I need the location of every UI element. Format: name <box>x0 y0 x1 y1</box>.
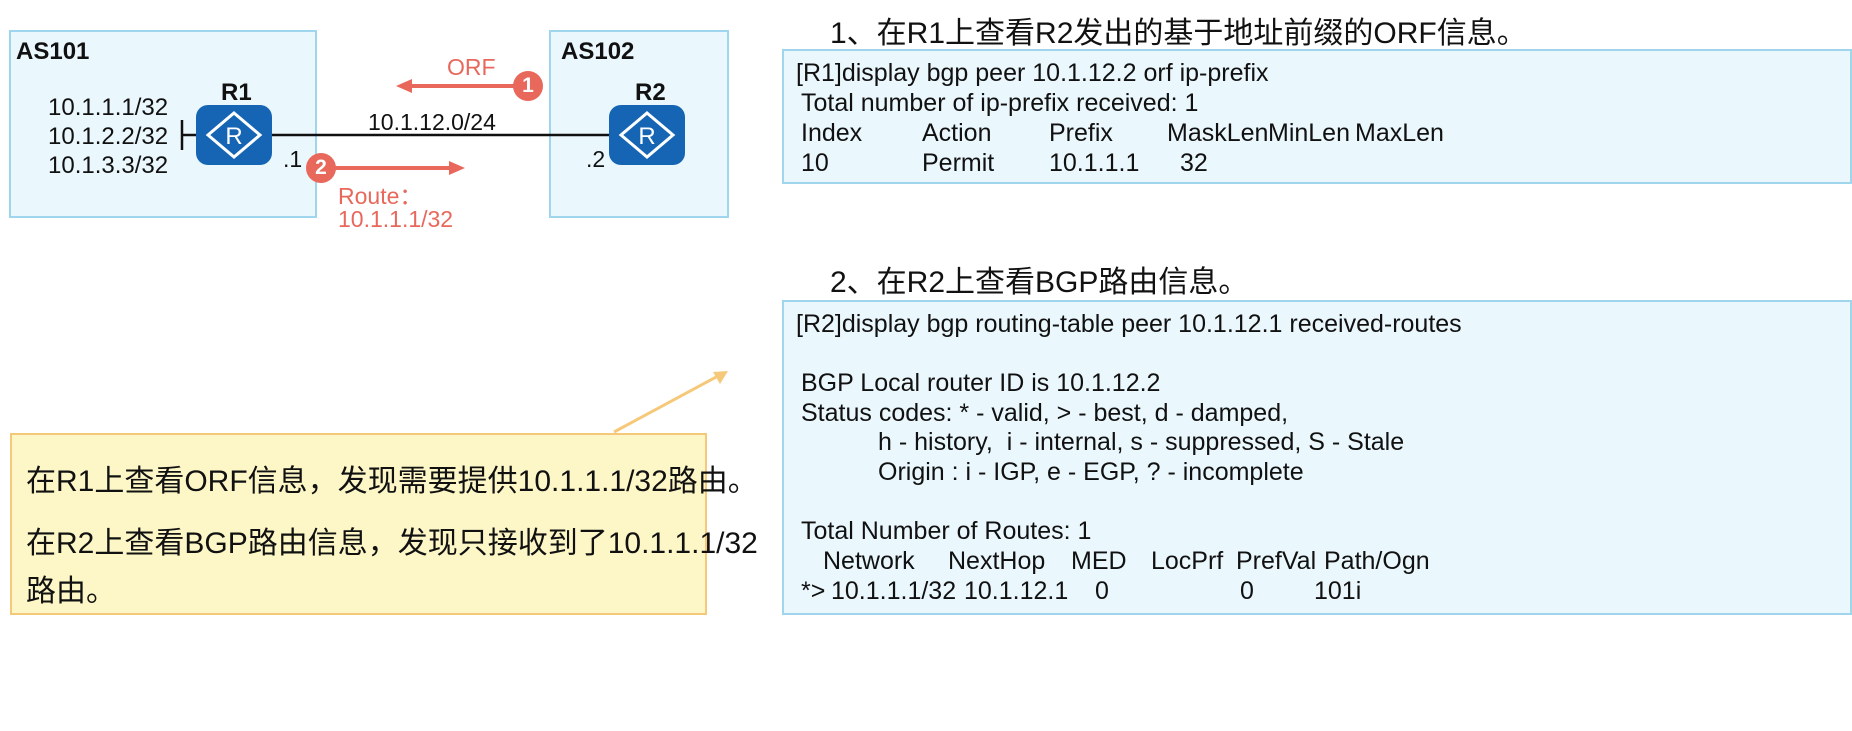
router-r1-icon: R <box>196 105 272 165</box>
bgp-header-prefval: PrefVal <box>1236 547 1317 575</box>
bgp-router-id: BGP Local router ID is 10.1.12.2 <box>801 369 1161 397</box>
bgp-row-prefval: 0 <box>1240 577 1254 605</box>
orf-header-action: Action <box>922 119 992 147</box>
orf-header-maxlen: MaxLen <box>1355 119 1444 147</box>
bgp-header-med: MED <box>1071 547 1127 575</box>
orf-label: ORF <box>447 54 496 80</box>
bgp-status-codes: Status codes: * - valid, > - best, d - d… <box>801 399 1289 427</box>
route-label: Route： <box>338 183 423 209</box>
r1-interface: .1 <box>283 146 303 172</box>
orf-row-prefix: 10.1.1.1 <box>1049 149 1140 177</box>
bgp-output-box <box>782 300 1852 615</box>
route-step-badge: 2 <box>306 153 336 183</box>
note-line-3: 路由。 <box>26 575 116 608</box>
r2-interface: .2 <box>586 146 606 172</box>
note-line-2: 在R2上查看BGP路由信息，发现只接收到了10.1.1.1/32 <box>26 527 758 560</box>
bgp-row-nexthop: 10.1.12.1 <box>964 577 1069 605</box>
orf-command: [R1]display bgp peer 10.1.12.2 orf ip-pr… <box>796 59 1269 87</box>
bgp-command: [R2]display bgp routing-table peer 10.1.… <box>796 310 1462 338</box>
orf-row-action: Permit <box>922 149 995 177</box>
bgp-total-routes: Total Number of Routes: 1 <box>801 517 1092 545</box>
route-prefix: 10.1.1.1/32 <box>338 206 454 232</box>
orf-header-index: Index <box>801 119 863 147</box>
svg-text:R: R <box>638 123 655 150</box>
r1-prefix: 10.1.3.3/32 <box>48 152 169 179</box>
svg-text:R: R <box>225 123 242 150</box>
orf-step-badge: 1 <box>513 71 543 101</box>
router-symbol-icon: R <box>618 111 676 159</box>
bgp-header-locprf: LocPrf <box>1151 547 1224 575</box>
orf-header-masklen: MaskLen <box>1167 119 1269 147</box>
callout-arrow <box>613 371 728 434</box>
orf-arrowhead <box>396 79 412 93</box>
router-r2-icon: R <box>609 105 685 165</box>
bgp-row-network: 10.1.1.1/32 <box>831 577 957 605</box>
as101-label: AS101 <box>16 38 90 65</box>
section1-heading: 1、在R1上查看R2发出的基于地址前缀的ORF信息。 <box>830 17 1527 50</box>
bgp-header-pathogn: Path/Ogn <box>1324 547 1430 575</box>
orf-output-box <box>782 49 1852 184</box>
summary-note <box>10 433 707 615</box>
link-subnet-label: 10.1.12.0/24 <box>368 109 496 135</box>
bgp-origin-codes: Origin : i - IGP, e - EGP, ? - incomplet… <box>878 458 1304 486</box>
orf-total: Total number of ip-prefix received: 1 <box>801 89 1199 117</box>
bgp-row-pathogn: 101i <box>1314 577 1362 605</box>
orf-header-prefix: Prefix <box>1049 119 1113 147</box>
orf-header-minlen: MinLen <box>1268 119 1350 147</box>
bgp-header-nexthop: NextHop <box>948 547 1046 575</box>
section2-heading: 2、在R2上查看BGP路由信息。 <box>830 266 1249 299</box>
r2-label: R2 <box>635 79 666 106</box>
route-arrowhead <box>449 161 465 175</box>
r1-prefix: 10.1.1.1/32 <box>48 94 169 121</box>
bgp-header-network: Network <box>823 547 915 575</box>
r1-prefix: 10.1.2.2/32 <box>48 123 169 150</box>
bgp-status-codes-2: h - history, i - internal, s - suppresse… <box>878 428 1405 456</box>
topology-links <box>180 79 612 175</box>
orf-row-index: 10 <box>801 149 829 177</box>
bgp-row-med: 0 <box>1095 577 1109 605</box>
r1-label: R1 <box>221 79 252 106</box>
as102-label: AS102 <box>561 38 635 65</box>
router-symbol-icon: R <box>205 111 263 159</box>
orf-row-masklen: 32 <box>1180 149 1208 177</box>
bgp-row-status: *> <box>801 577 826 605</box>
note-line-1: 在R1上查看ORF信息，发现需要提供10.1.1.1/32路由。 <box>26 465 758 498</box>
